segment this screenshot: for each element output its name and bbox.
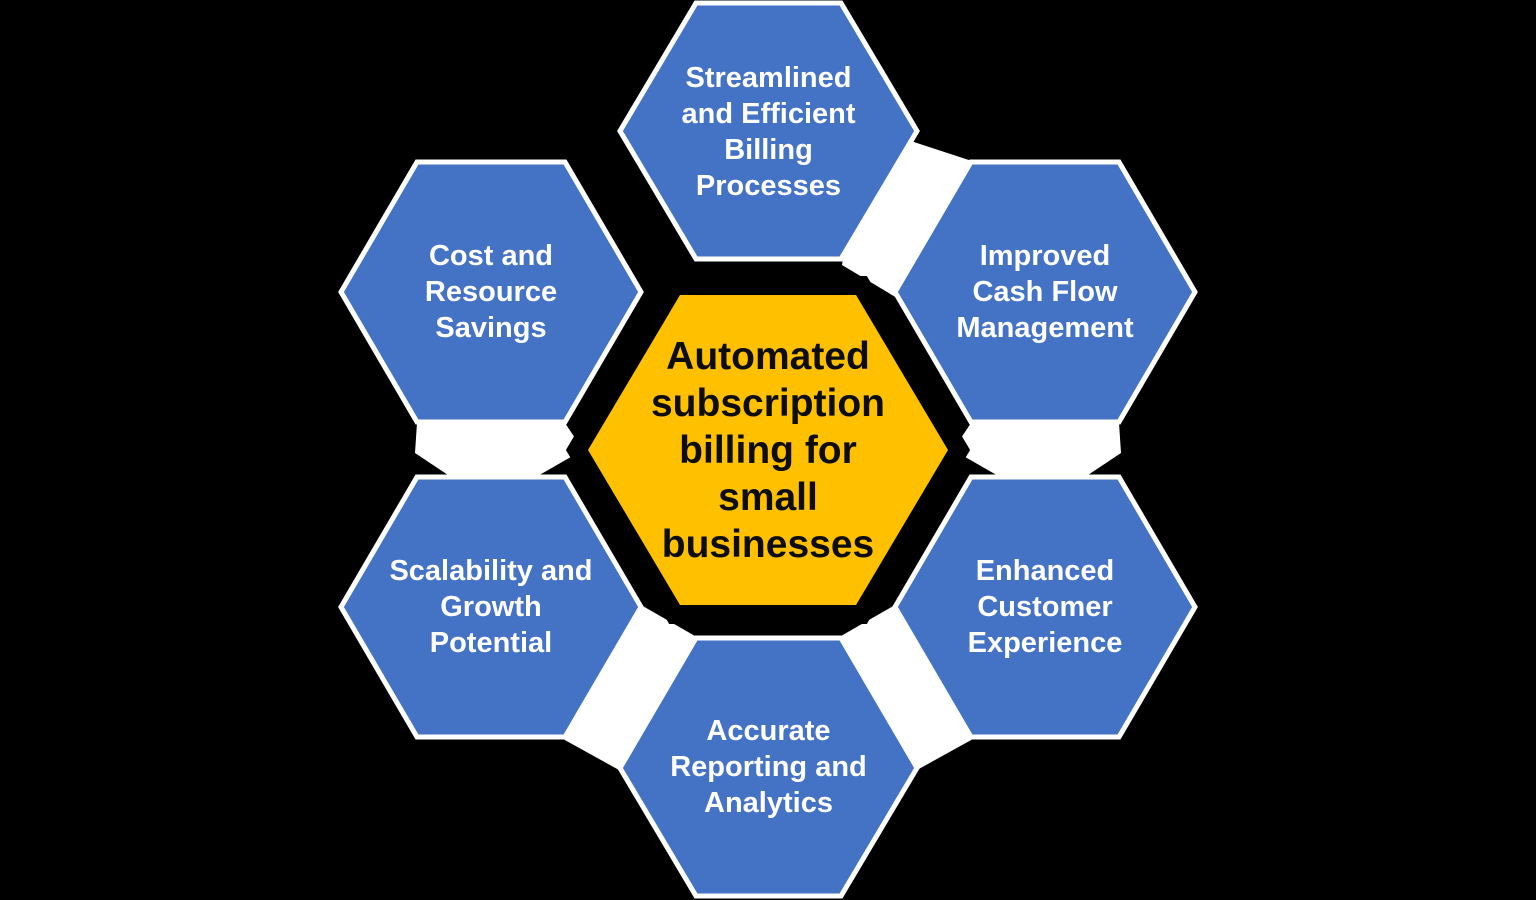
gap-wedge-bottom-right bbox=[841, 605, 973, 770]
hexagon-bottom-left bbox=[338, 474, 644, 740]
hexagon-center bbox=[565, 276, 971, 624]
gap-wedge-bottom-left bbox=[563, 605, 695, 770]
hexagon-bottom bbox=[617, 635, 920, 899]
hexagon-top-left bbox=[338, 159, 644, 425]
hexagon-top-right bbox=[892, 159, 1198, 425]
hexagon-bottom-right bbox=[892, 474, 1198, 740]
hexagon-top bbox=[617, 0, 920, 262]
gap-wedge-right-middle bbox=[953, 423, 1121, 477]
gap-wedge-left-middle bbox=[415, 423, 583, 477]
